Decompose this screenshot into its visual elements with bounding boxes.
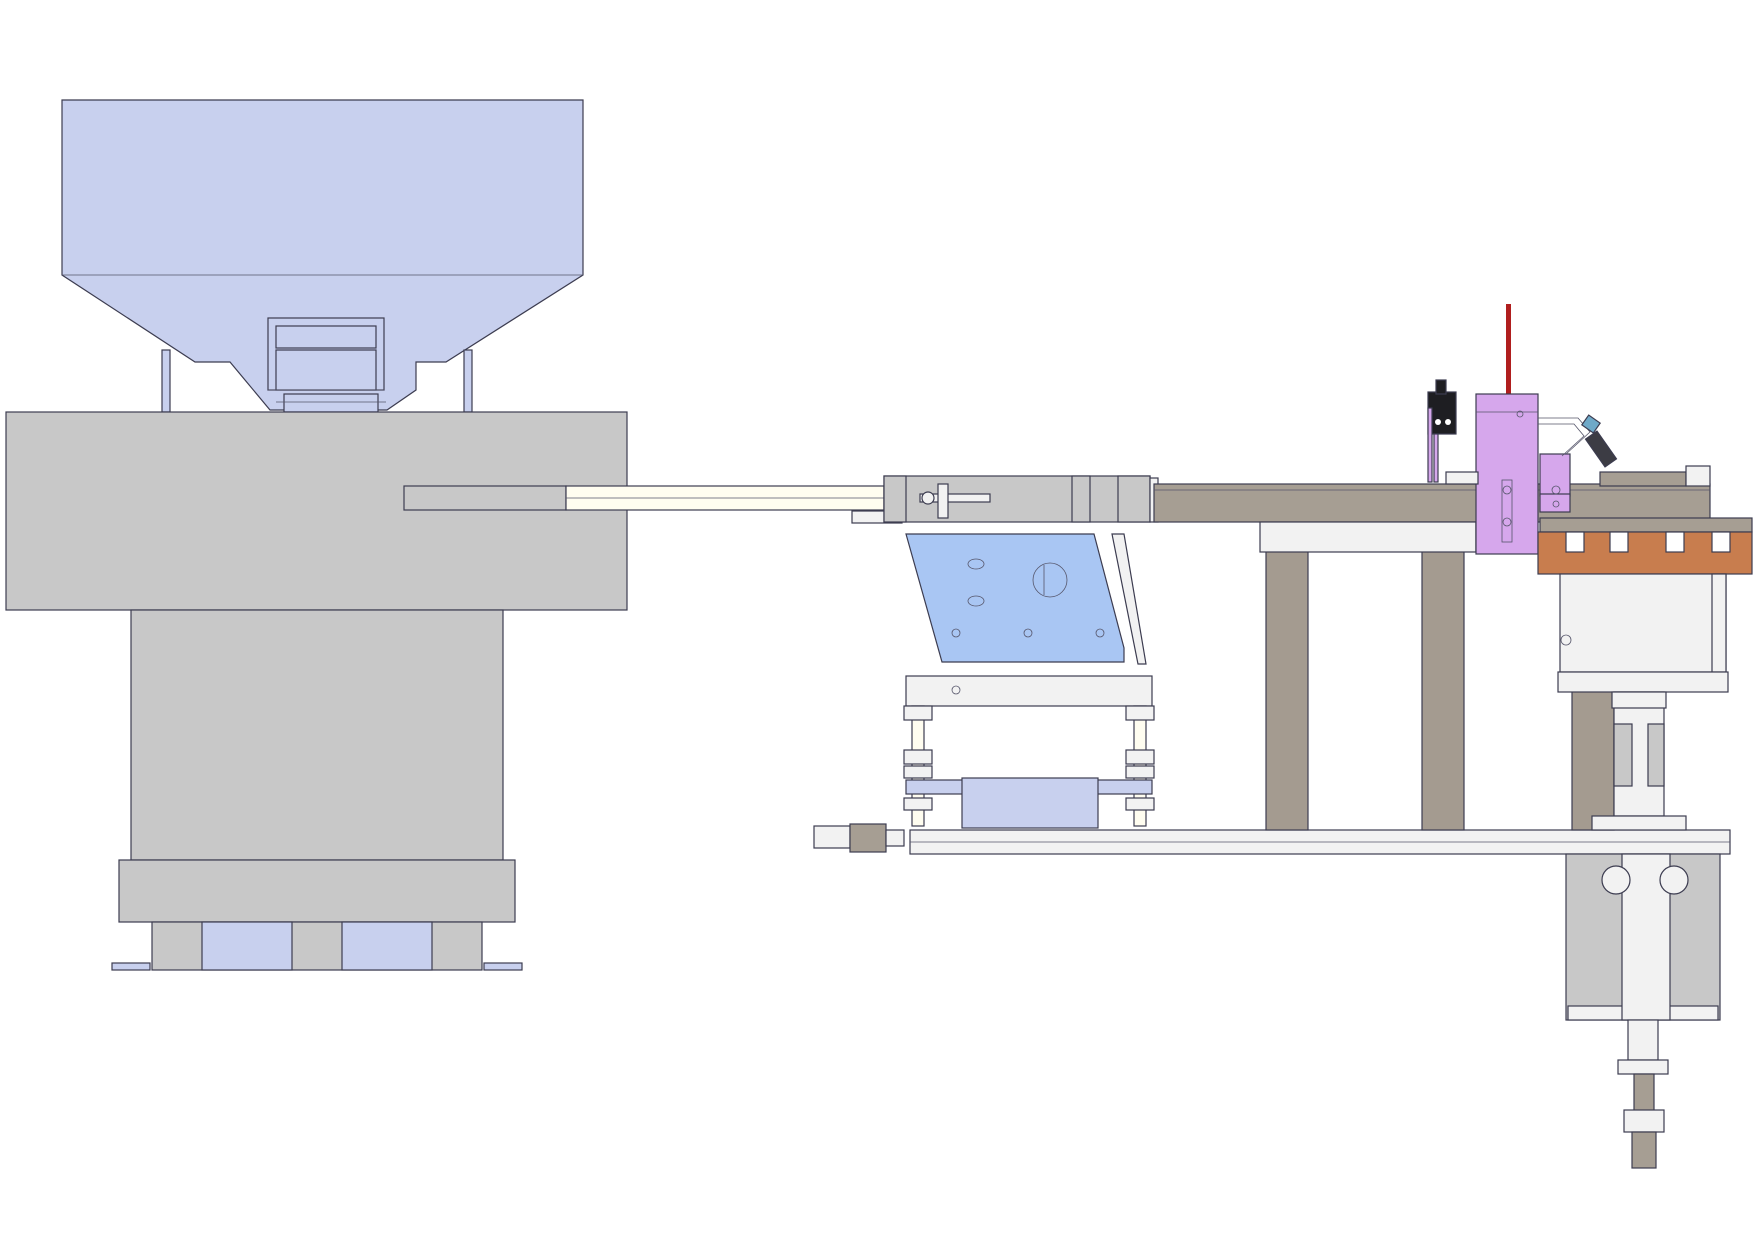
spring-legs [903,705,1155,827]
sensor-bracket [1427,304,1618,555]
linear-feeder [883,475,1159,829]
lift-cylinder [1565,691,1721,1169]
adjust-screw [813,823,905,853]
vibratory-bowl-base [5,411,628,971]
hopper [61,99,584,413]
track-beam [1153,465,1753,553]
gripper-block [1537,531,1753,693]
